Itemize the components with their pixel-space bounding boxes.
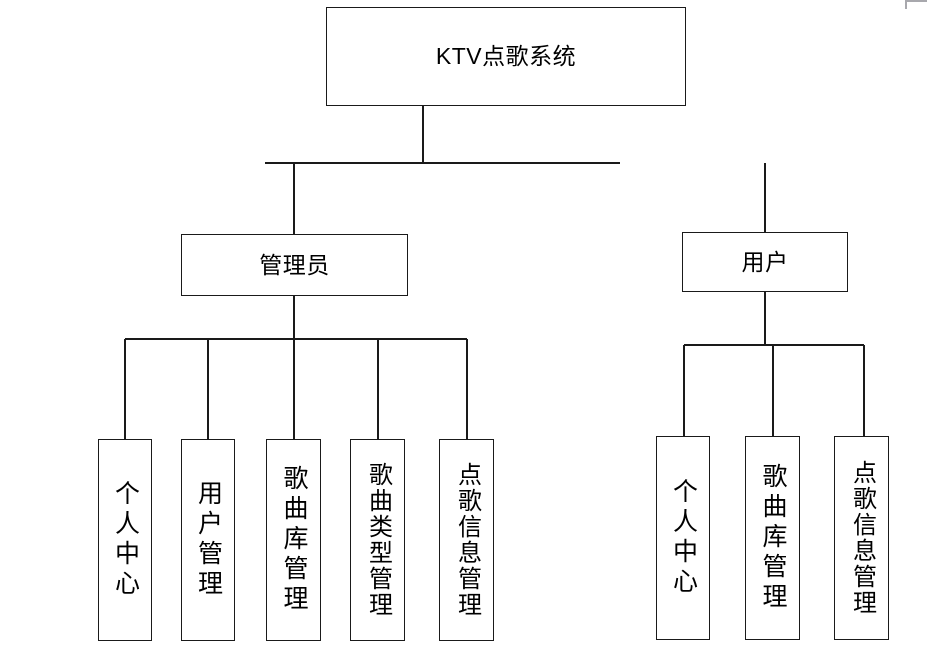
node-branch-user-label: 用户: [741, 248, 789, 275]
node-leaf-admin-4-label: 歌曲类型管理: [364, 462, 392, 618]
node-branch-admin-label: 管理员: [259, 251, 330, 278]
node-leaf-admin-4[interactable]: 歌曲类型管理: [350, 439, 405, 641]
node-branch-user[interactable]: 用户: [682, 232, 848, 292]
node-leaf-user-1-label: 个人中心: [669, 478, 698, 598]
node-leaf-user-3[interactable]: 点歌信息管理: [834, 436, 889, 640]
node-leaf-admin-5-label: 点歌信息管理: [453, 462, 481, 618]
node-leaf-admin-2[interactable]: 用户管理: [181, 439, 235, 641]
node-leaf-admin-2-label: 用户管理: [194, 480, 223, 600]
node-root-ktv-system[interactable]: KTV点歌系统: [326, 7, 686, 106]
corner-artifact-mark: [905, 0, 927, 9]
node-root-label: KTV点歌系统: [435, 43, 577, 69]
node-leaf-user-1[interactable]: 个人中心: [656, 436, 710, 640]
node-leaf-admin-1-label: 个人中心: [111, 480, 140, 600]
node-leaf-user-2[interactable]: 歌曲库管理: [745, 436, 800, 640]
node-leaf-admin-5[interactable]: 点歌信息管理: [439, 439, 494, 641]
node-leaf-user-3-label: 点歌信息管理: [848, 460, 876, 616]
node-leaf-admin-3[interactable]: 歌曲库管理: [266, 439, 321, 641]
node-leaf-admin-1[interactable]: 个人中心: [98, 439, 152, 641]
node-leaf-user-2-label: 歌曲库管理: [759, 463, 787, 613]
node-branch-admin[interactable]: 管理员: [181, 234, 408, 296]
node-leaf-admin-3-label: 歌曲库管理: [280, 465, 308, 615]
